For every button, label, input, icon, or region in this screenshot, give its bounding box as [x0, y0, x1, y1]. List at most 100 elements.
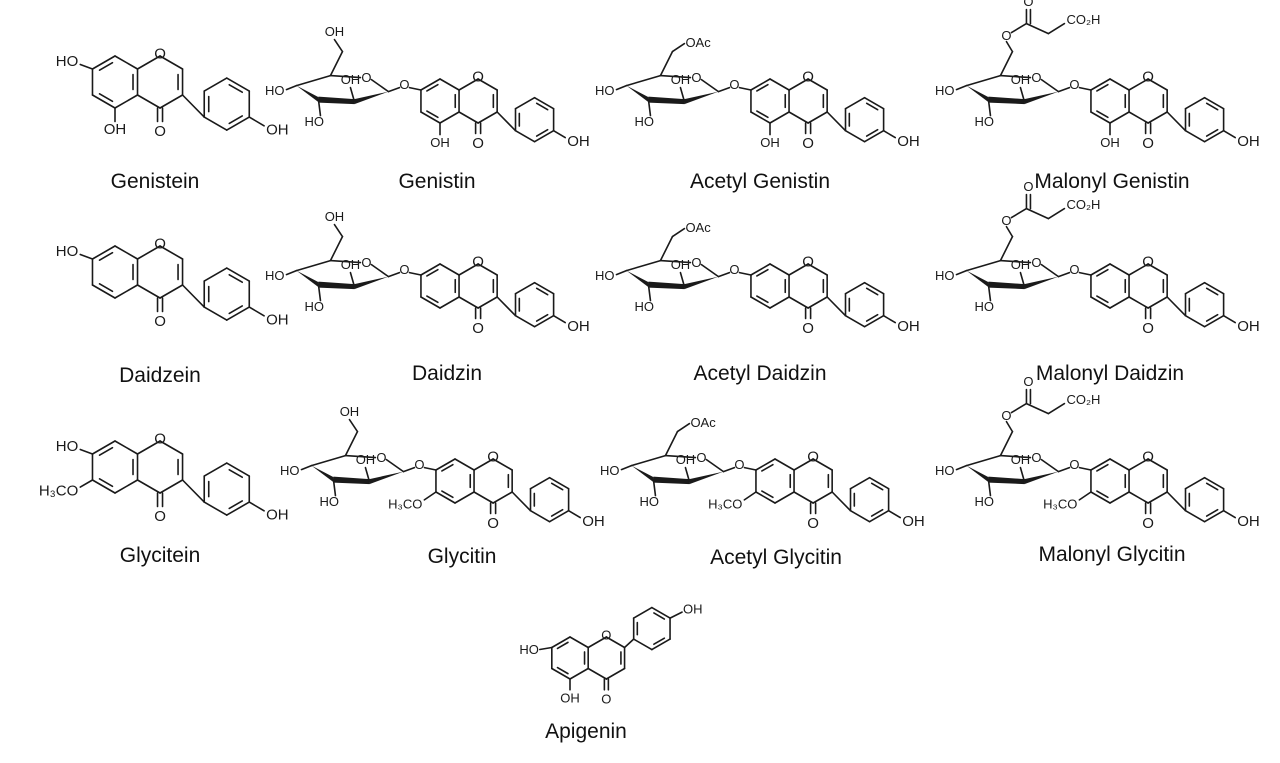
sugar-hydroxyl-4-label: HO: [600, 463, 620, 478]
bond: [743, 491, 757, 501]
ring-oxygen-label: O: [472, 69, 484, 86]
double-bond-line: [98, 61, 114, 71]
bond: [496, 296, 517, 317]
bond: [807, 263, 828, 276]
bond: [136, 94, 161, 109]
methoxy-label: H₃CO: [388, 496, 422, 511]
bond: [349, 271, 356, 288]
bond: [1005, 420, 1014, 433]
bond: [159, 55, 184, 70]
sugar-hydroxyl-6-label: OH: [325, 24, 345, 39]
carbonyl-oxygen-label: O: [807, 515, 819, 532]
bond: [136, 479, 161, 494]
bond: [987, 283, 992, 302]
bond: [679, 271, 686, 288]
bond: [159, 284, 184, 299]
bond: [420, 296, 441, 309]
wedge-bond: [354, 276, 389, 290]
double-bond-line: [228, 273, 244, 284]
wedge-bond: [648, 96, 685, 105]
ring-oxygen-label: O: [154, 236, 166, 253]
bond: [647, 98, 652, 117]
methoxy-label: H₃CO: [708, 496, 742, 511]
bond: [114, 245, 139, 260]
bond: [987, 98, 992, 117]
hydroxyl-5-label: OH: [560, 690, 580, 705]
bond: [1090, 458, 1111, 471]
bond: [477, 263, 498, 276]
bond: [844, 129, 866, 143]
bond: [659, 74, 692, 79]
hydroxyl-4prime-label: OH: [902, 513, 925, 530]
sugar-hydroxyl-3-label: HO: [319, 494, 339, 509]
bond: [329, 259, 362, 264]
ring-oxygen-label: O: [802, 254, 814, 271]
bond: [114, 55, 139, 70]
bond: [755, 491, 776, 504]
bond: [1019, 466, 1026, 483]
sugar-hydroxyl-4-label: HO: [280, 463, 300, 478]
bond: [750, 263, 771, 276]
bond: [423, 466, 437, 471]
double-bond-line: [865, 313, 879, 322]
bond: [1057, 466, 1071, 473]
bond: [159, 245, 184, 260]
double-bond-line: [426, 295, 439, 304]
bond: [439, 296, 460, 309]
sugar-hydroxyl-2-label: OH: [341, 72, 361, 87]
wedge-bond: [354, 91, 389, 105]
bond: [458, 296, 479, 309]
bond: [1057, 86, 1071, 93]
ester-oxygen-label: O: [1001, 213, 1011, 228]
bond: [769, 111, 790, 124]
bond: [514, 129, 536, 143]
wedge-bond: [1024, 471, 1059, 485]
bond: [317, 283, 322, 302]
ring-oxygen-label: O: [154, 46, 166, 63]
hydroxyl-4prime-label: OH: [266, 121, 289, 138]
sugar-hydroxyl-4-label: HO: [265, 268, 285, 283]
bond: [605, 636, 626, 649]
malonyl-carbonyl-oxygen-label: O: [1023, 179, 1033, 194]
bond: [743, 466, 757, 471]
ring-oxygen-label: O: [1142, 69, 1154, 86]
bond: [1010, 22, 1028, 34]
bond: [114, 440, 139, 455]
sugar-hydroxyl-6-label: OH: [340, 404, 360, 419]
bond: [344, 454, 377, 459]
glycosidic-oxygen-label: O: [1069, 457, 1079, 472]
bond: [999, 235, 1014, 262]
hydroxyl-7-label: HO: [56, 243, 79, 260]
bond: [203, 501, 228, 516]
sugar-hydroxyl-2-label: OH: [1011, 257, 1030, 272]
wedge-bond: [311, 465, 334, 483]
bond: [1005, 40, 1014, 53]
sugar-hydroxyl-4-label: HO: [935, 83, 955, 98]
carbonyl-oxygen-label: O: [1142, 135, 1154, 152]
carbonyl-oxygen-label: O: [154, 508, 166, 525]
bond: [1184, 509, 1206, 523]
bond: [529, 509, 551, 523]
acetyl-group-label: OAc: [685, 35, 711, 50]
bond: [652, 478, 657, 497]
bond: [717, 271, 731, 278]
bond: [625, 74, 662, 87]
bond: [1025, 207, 1050, 220]
bond: [793, 458, 814, 471]
sugar-hydroxyl-3-label: HO: [974, 114, 994, 129]
bond: [1025, 22, 1050, 35]
ring-oxygen-label: O: [802, 69, 814, 86]
wedge-bond: [369, 471, 404, 485]
bond: [1128, 111, 1149, 124]
sugar-hydroxyl-3-label: HO: [974, 494, 994, 509]
glycosidic-oxygen-label: O: [734, 457, 744, 472]
bond: [435, 458, 456, 471]
double-bond-line: [1096, 83, 1109, 92]
bond: [1040, 458, 1060, 473]
bond: [225, 462, 251, 477]
double-bond-line: [1205, 508, 1219, 517]
double-bond-line: [556, 666, 569, 675]
bond: [999, 50, 1014, 77]
